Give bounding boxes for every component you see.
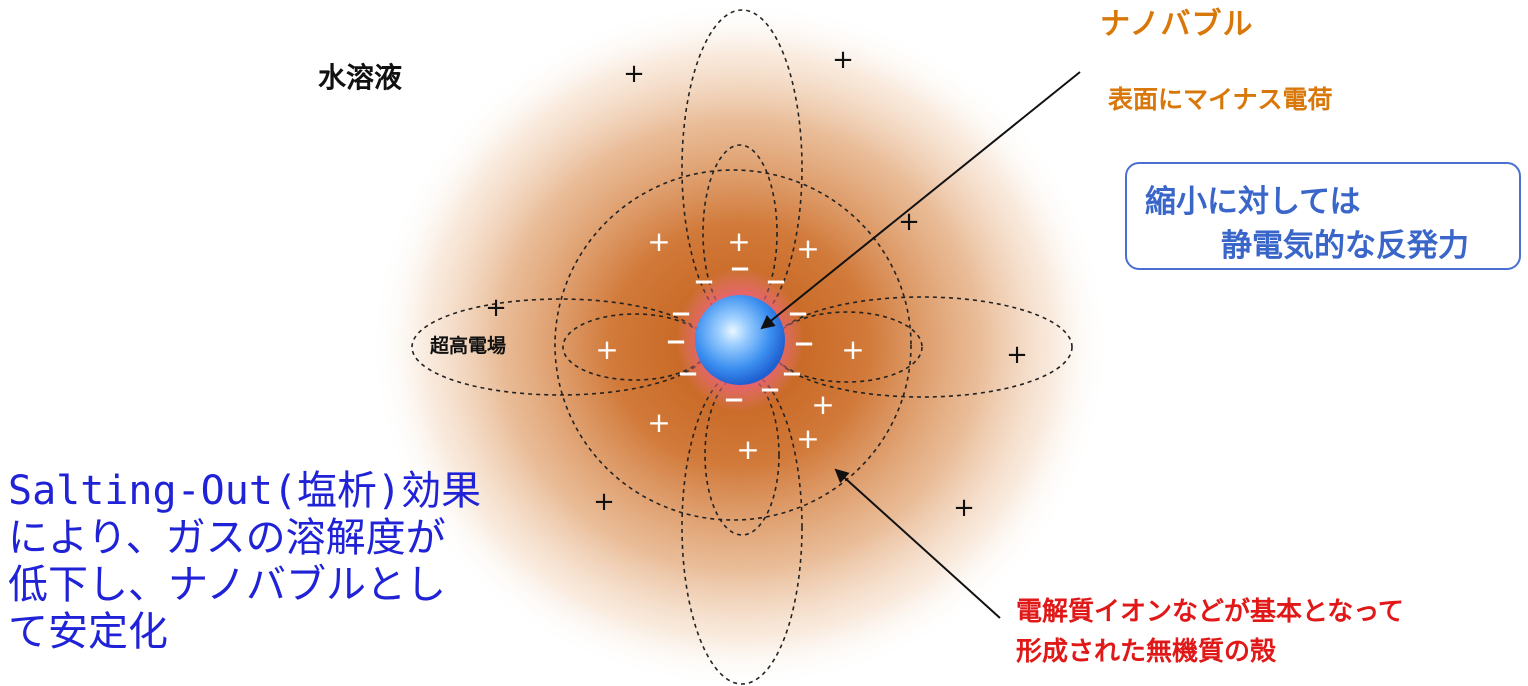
negative-charges: − − − − − − − − − − −	[665, 254, 815, 415]
callout-line-2: 静電気的な反発力	[1221, 228, 1469, 264]
minus-charge: −	[793, 329, 815, 359]
nanobubble-sphere	[695, 295, 785, 385]
minus-charge: −	[677, 359, 699, 389]
field-loop-right-outer	[771, 296, 1073, 398]
plus-ion-outer: +	[485, 293, 507, 323]
minus-charge: −	[781, 359, 803, 389]
plus-ion-inner: +	[727, 225, 750, 258]
plus-ion-outer: +	[623, 59, 645, 89]
salting-out-line: 低下し、ナノバブルとし	[8, 562, 446, 608]
salting-out-line: により、ガスの溶解度が	[8, 515, 446, 561]
field-loop-top-inner	[702, 144, 778, 322]
plus-ion-outer: +	[1006, 340, 1028, 370]
minus-charge: −	[665, 327, 687, 357]
plus-ion-inner: +	[796, 422, 819, 455]
plus-ion-inner: +	[595, 333, 618, 366]
minus-charge: −	[765, 267, 787, 297]
minus-charge: −	[723, 385, 745, 415]
surface-charge-label: 表面にマイナス電荷	[1108, 85, 1333, 114]
shell-note-line: 電解質イオンなどが基本となって	[1016, 597, 1404, 627]
plus-ion-inner: +	[796, 232, 819, 265]
salting-out-line: て安定化	[8, 609, 168, 655]
shell-pointer-arrow	[834, 468, 1001, 619]
plus-ion-inner: +	[736, 433, 759, 466]
minus-charge: −	[787, 299, 809, 329]
field-line-outer-circle	[554, 169, 912, 521]
salting-out-line: Salting-Out(塩析)効果	[8, 468, 482, 514]
plus-ion-outer: +	[898, 207, 920, 237]
plus-ion-outer: +	[832, 45, 854, 75]
plus-ion-outer: +	[953, 493, 975, 523]
repulsion-callout-box: 縮小に対しては 静電気的な反発力	[1125, 162, 1521, 270]
nanobubble-title: ナノバブル	[1100, 7, 1254, 42]
plus-ion-inner: +	[647, 406, 670, 439]
outer-positive-ions: + + + + + + +	[485, 45, 1028, 523]
shell-note-line: 形成された無機質の殻	[1016, 637, 1277, 667]
nanobubble-pointer-arrow	[760, 71, 1081, 330]
plus-ion-outer: +	[593, 487, 615, 517]
plus-ion-inner: +	[841, 333, 864, 366]
inner-positive-ions: + + + + + + + + +	[595, 225, 864, 466]
plus-ion-inner: +	[811, 388, 834, 421]
minus-charge: −	[759, 375, 781, 405]
callout-line-1: 縮小に対しては	[1145, 184, 1361, 220]
minus-charge: −	[693, 267, 715, 297]
minus-charge: −	[729, 254, 751, 284]
minus-charge: −	[670, 299, 692, 329]
salting-out-note: Salting-Out(塩析)効果 により、ガスの溶解度が 低下し、ナノバブルと…	[8, 468, 481, 656]
high-field-label: 超高電場	[430, 335, 507, 357]
plus-ion-inner: +	[647, 225, 670, 258]
aqueous-solution-label: 水溶液	[318, 61, 403, 94]
field-loop-bottom-inner	[704, 374, 780, 536]
inorganic-shell-note: 電解質イオンなどが基本となって 形成された無機質の殻	[1016, 592, 1404, 672]
